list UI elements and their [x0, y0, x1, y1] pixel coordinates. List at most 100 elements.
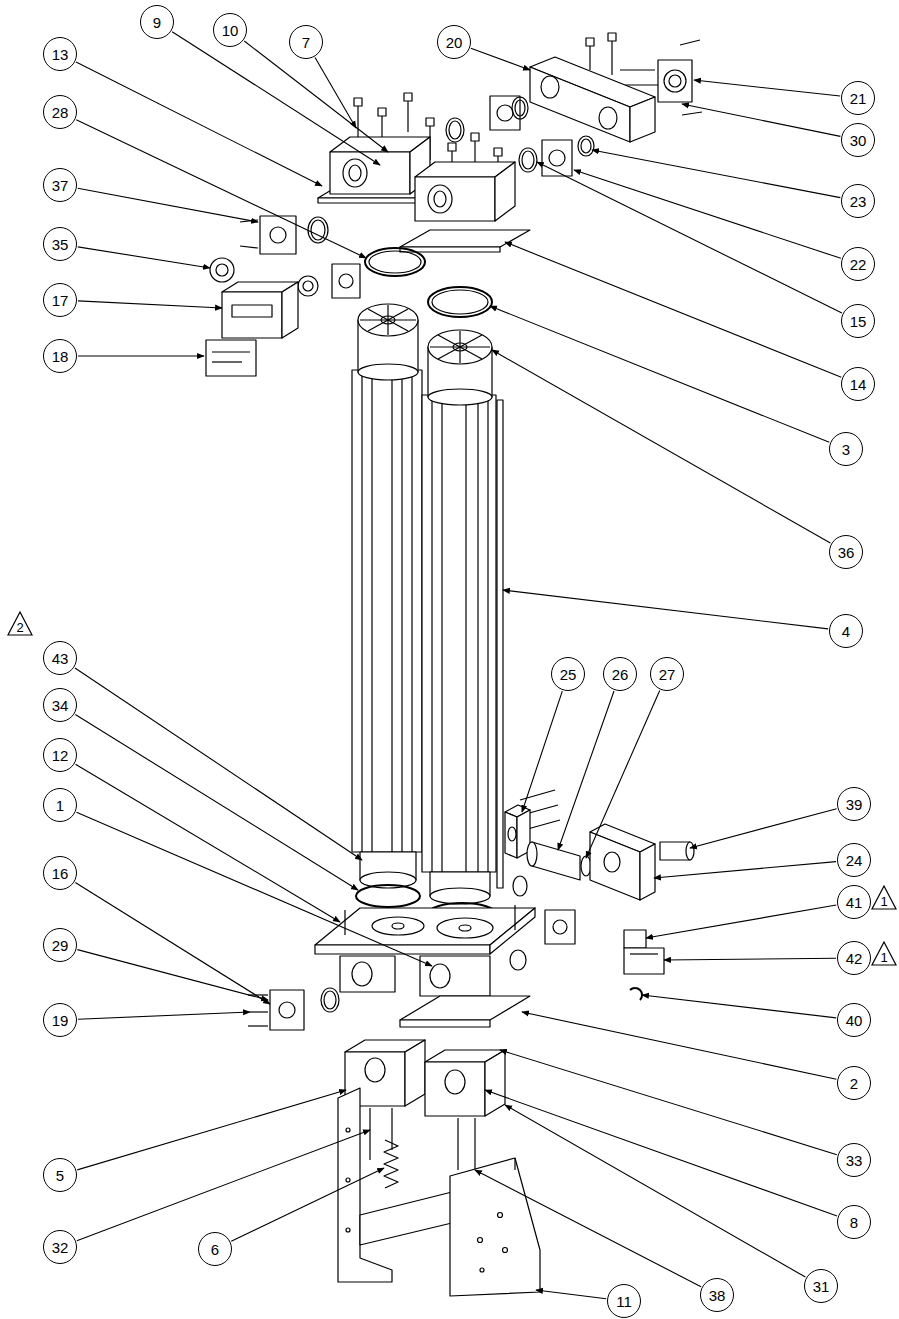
callout-text: 28	[52, 105, 69, 120]
callout-text: 24	[846, 853, 863, 868]
leader-line	[492, 350, 830, 543]
callout-text: 1	[880, 895, 887, 908]
callout-text: 7	[302, 35, 310, 50]
callout-number: 11	[607, 1284, 641, 1318]
callout-number: 35	[43, 227, 77, 261]
leader-line	[75, 764, 340, 922]
valve-block	[425, 1062, 485, 1116]
callout-text: 12	[52, 748, 69, 763]
callout-text: 1	[56, 798, 64, 813]
callout-number: 3	[829, 432, 863, 466]
callout-text: 32	[52, 1240, 69, 1255]
callout-number: 26	[603, 657, 637, 691]
callout-text: 42	[846, 951, 863, 966]
check-valve	[532, 842, 580, 880]
callout-number: 21	[841, 81, 875, 115]
leader-line	[75, 668, 362, 860]
leader-lines	[75, 32, 842, 1299]
cover-plate	[270, 990, 304, 1030]
leader-line	[592, 150, 840, 198]
callout-text: 1	[880, 951, 887, 964]
callout-number: 40	[837, 1003, 871, 1037]
callout-number: 37	[43, 168, 77, 202]
callout-text: 41	[846, 895, 863, 910]
callout-number: 5	[43, 1158, 77, 1192]
leader-line	[682, 104, 840, 136]
spring	[384, 1140, 398, 1188]
leader-line	[537, 162, 842, 313]
callout-text: 9	[153, 15, 161, 30]
callout-text: 27	[659, 667, 676, 682]
callout-text: 39	[846, 797, 863, 812]
leader-line	[522, 1012, 836, 1079]
leader-line	[522, 691, 562, 812]
callout-number: 8	[837, 1205, 871, 1239]
callout-text: 29	[52, 938, 69, 953]
leader-line	[75, 714, 358, 890]
callout-text: 26	[612, 667, 629, 682]
callout-text: 19	[52, 1013, 69, 1028]
leader-line	[77, 812, 432, 966]
callout-text: 6	[211, 1242, 219, 1257]
leader-line	[505, 242, 841, 377]
callout-text: 34	[52, 698, 69, 713]
callout-text: 40	[846, 1013, 863, 1028]
callout-number: 13	[43, 37, 77, 71]
callout-number: 34	[43, 688, 77, 722]
callout-number: 17	[43, 283, 77, 317]
callout-text: 33	[846, 1153, 863, 1168]
callout-number: 42	[837, 941, 871, 975]
callout-number: 25	[551, 657, 585, 691]
callout-number: 6	[198, 1232, 232, 1266]
callout-number: 23	[841, 184, 875, 218]
callout-text: 2	[850, 1076, 858, 1091]
callout-number: 41	[837, 885, 871, 919]
leader-line	[500, 1050, 837, 1155]
mounting-stand	[338, 1088, 540, 1296]
callout-number: 14	[841, 367, 875, 401]
leader-line	[244, 41, 388, 152]
callout-number: 36	[829, 535, 863, 569]
leader-line	[231, 1168, 384, 1241]
connector	[624, 948, 664, 974]
leader-line	[78, 301, 222, 308]
callout-text: 10	[222, 23, 239, 38]
leader-line	[690, 809, 837, 848]
callout-number: 32	[43, 1230, 77, 1264]
callout-number: 28	[43, 95, 77, 129]
tie-rod	[497, 400, 503, 888]
callout-number: 30	[841, 123, 875, 157]
leader-line	[77, 1090, 346, 1170]
callout-text: 18	[52, 349, 69, 364]
leader-line	[471, 48, 530, 70]
leader-line	[574, 170, 841, 258]
callout-number: 38	[700, 1278, 734, 1312]
leader-line	[78, 355, 204, 356]
leader-line	[490, 306, 829, 442]
callout-number: 24	[837, 843, 871, 877]
label-plate	[206, 340, 256, 376]
callout-text: 36	[838, 545, 855, 560]
callout-text: 2	[16, 621, 23, 634]
callout-text: 22	[850, 257, 867, 272]
leader-line	[78, 247, 210, 268]
callout-number: 22	[841, 247, 875, 281]
silencer-block	[222, 292, 282, 338]
callout-text: 15	[850, 314, 867, 329]
callout-text: 37	[52, 178, 69, 193]
callout-number: 29	[43, 928, 77, 962]
leader-line	[505, 1105, 805, 1277]
solenoid	[624, 930, 646, 948]
leader-line	[77, 950, 268, 1000]
callout-text: 20	[446, 35, 463, 50]
callout-text: 43	[52, 651, 69, 666]
callout-text: 38	[709, 1288, 726, 1303]
desiccant-tower	[352, 304, 422, 888]
revision-triangle: 1	[871, 941, 897, 966]
valve-block	[590, 832, 640, 900]
callout-number: 31	[804, 1269, 838, 1303]
callout-text: 5	[56, 1168, 64, 1183]
callout-number: 18	[43, 339, 77, 373]
